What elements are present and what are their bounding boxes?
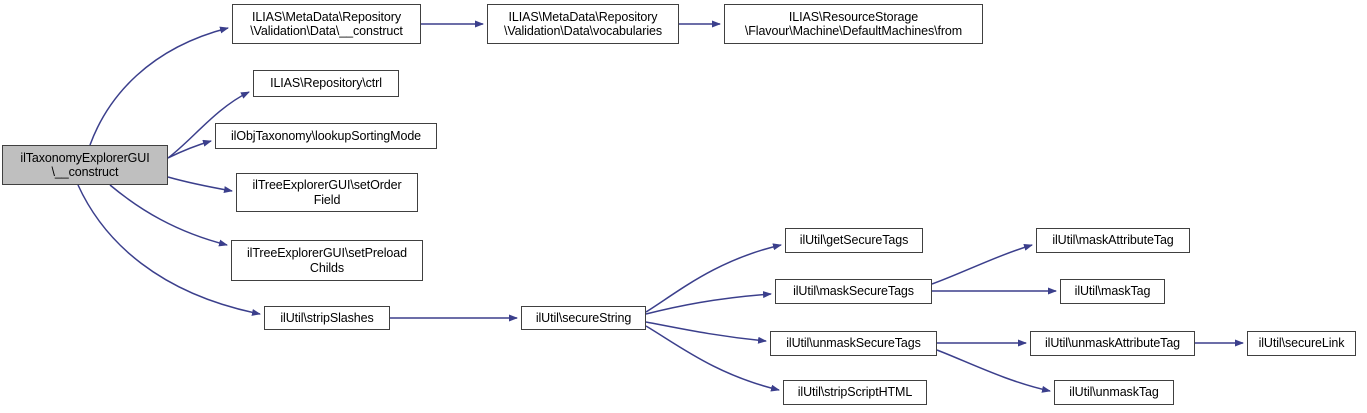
graph-node-root[interactable]: ilTaxonomyExplorerGUI \__construct xyxy=(2,145,168,185)
graph-node-strip_slashes[interactable]: ilUtil\stripSlashes xyxy=(264,306,390,330)
graph-node-md_vocabularies[interactable]: ILIAS\MetaData\Repository \Validation\Da… xyxy=(487,4,679,44)
graph-node-md_construct[interactable]: ILIAS\MetaData\Repository \Validation\Da… xyxy=(232,4,421,44)
call-edge-secure_string-to-strip_script_html xyxy=(645,325,780,392)
graph-node-strip_script_html[interactable]: ilUtil\stripScriptHTML xyxy=(783,380,927,405)
graph-node-get_secure_tags[interactable]: ilUtil\getSecureTags xyxy=(785,228,923,253)
graph-node-lookup_sorting[interactable]: ilObjTaxonomy\lookupSortingMode xyxy=(215,123,437,149)
call-edge-root-to-set_preload_childs xyxy=(109,184,228,247)
graph-node-rs_from[interactable]: ILIAS\ResourceStorage \Flavour\Machine\D… xyxy=(724,4,983,44)
call-edge-root-to-lookup_sorting xyxy=(167,139,212,159)
graph-node-secure_string[interactable]: ilUtil\secureString xyxy=(521,306,646,330)
graph-node-set_order_field[interactable]: ilTreeExplorerGUI\setOrder Field xyxy=(236,173,418,212)
graph-node-set_preload_childs[interactable]: ilTreeExplorerGUI\setPreload Childs xyxy=(231,240,423,281)
graph-node-mask_tag[interactable]: ilUtil\maskTag xyxy=(1060,279,1165,304)
call-edge-secure_string-to-unmask_secure_tags xyxy=(645,321,767,344)
graph-node-unmask_tag[interactable]: ilUtil\unmaskTag xyxy=(1054,380,1174,405)
graph-node-unmask_attribute_tag[interactable]: ilUtil\unmaskAttributeTag xyxy=(1030,331,1195,356)
graph-node-unmask_secure_tags[interactable]: ilUtil\unmaskSecureTags xyxy=(770,331,937,356)
call-edge-secure_string-to-get_secure_tags xyxy=(645,243,782,313)
call-edge-unmask_secure_tags-to-unmask_tag xyxy=(936,349,1051,393)
call-edge-secure_string-to-mask_secure_tags xyxy=(645,291,772,315)
graph-node-mask_secure_tags[interactable]: ilUtil\maskSecureTags xyxy=(775,279,932,304)
graph-node-repo_ctrl[interactable]: ILIAS\Repository\ctrl xyxy=(253,70,399,97)
call-edge-mask_secure_tags-to-mask_attribute_tag xyxy=(931,243,1033,285)
graph-node-mask_attribute_tag[interactable]: ilUtil\maskAttributeTag xyxy=(1036,228,1190,253)
call-edge-root-to-set_order_field xyxy=(167,176,233,194)
call-edge-root-to-md_construct xyxy=(89,26,229,146)
graph-node-secure_link[interactable]: ilUtil\secureLink xyxy=(1247,331,1356,356)
